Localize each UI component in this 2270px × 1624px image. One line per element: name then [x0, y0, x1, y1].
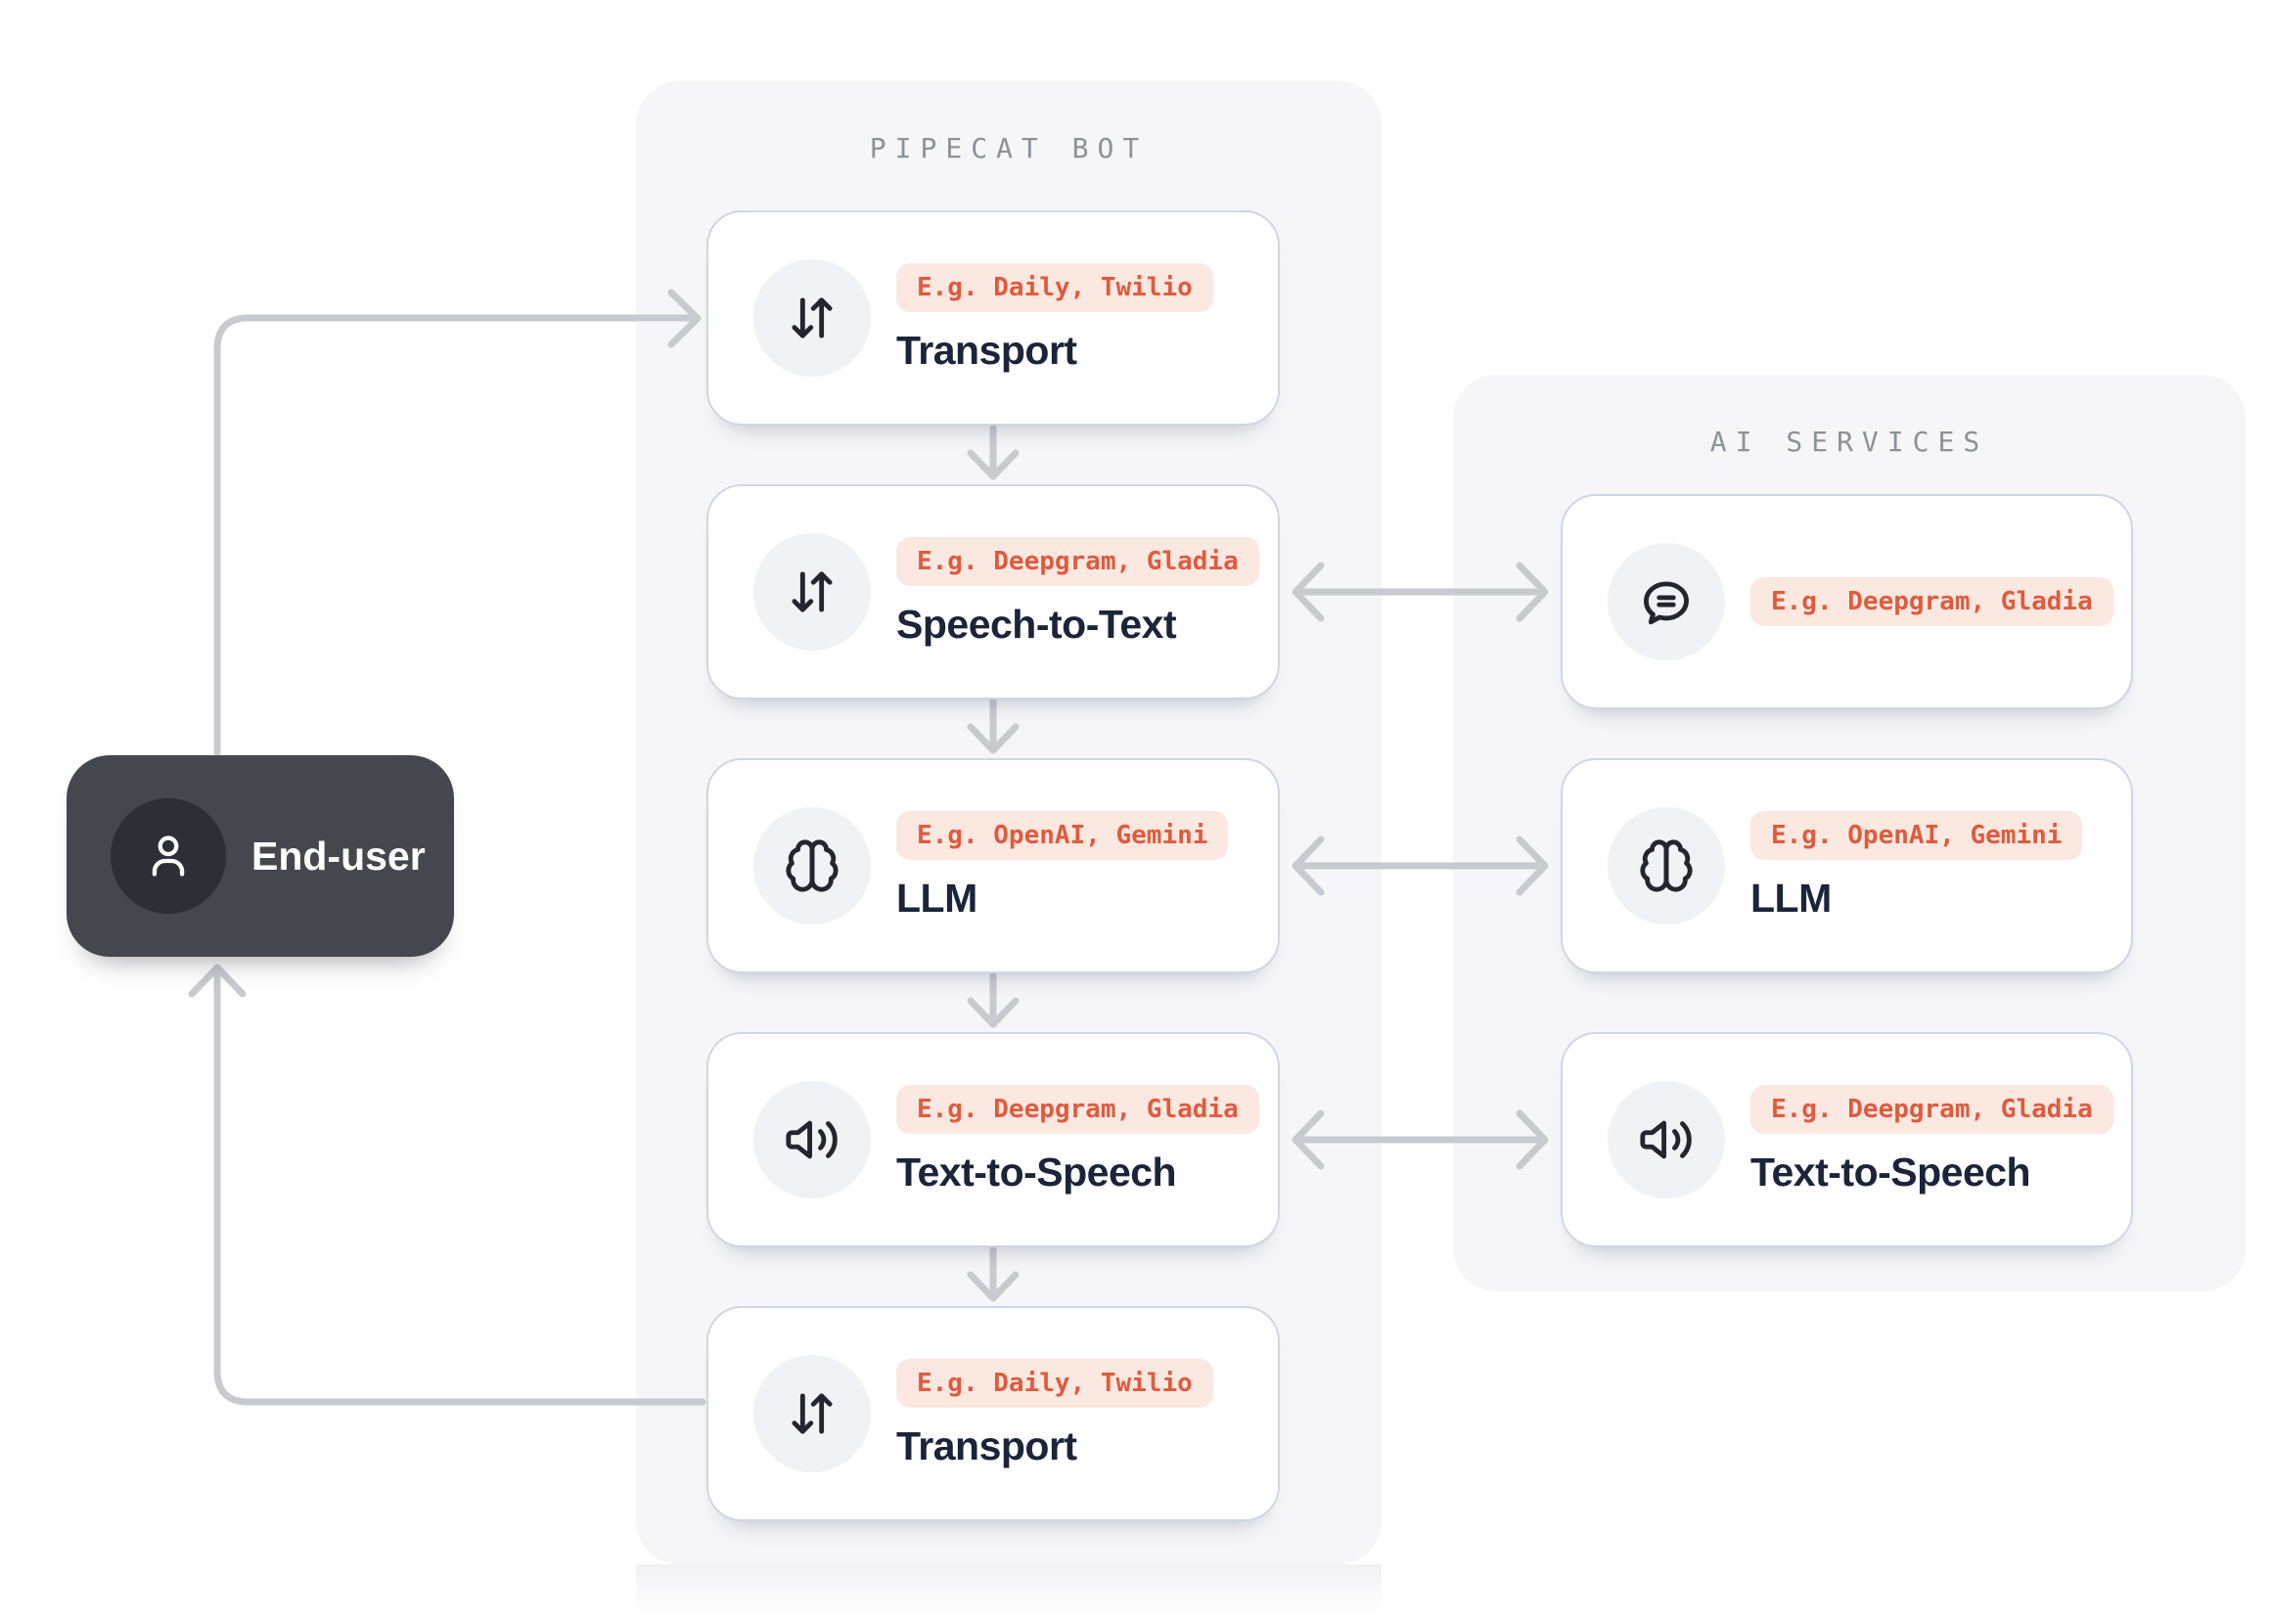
ai-services-panel-title: AI SERVICES [1709, 426, 1989, 458]
card-text-to-speech: E.g. Deepgram, Gladia Text-to-Speech [706, 1032, 1280, 1247]
card-label: LLM [1750, 875, 1832, 921]
speaker-icon [753, 1081, 871, 1198]
pipecat-panel-fade [636, 1564, 1382, 1624]
brain-icon [1608, 807, 1725, 925]
examples-badge: E.g. OpenAI, Gemini [1750, 810, 2083, 860]
arrows-up-down-icon [753, 259, 871, 377]
card-label: Text-to-Speech [1750, 1149, 2031, 1195]
card-label: Transport [896, 1422, 1077, 1468]
examples-badge: E.g. Deepgram, Gladia [896, 536, 1259, 586]
examples-badge: E.g. Daily, Twilio [896, 1358, 1213, 1408]
arrows-up-down-icon [753, 533, 871, 651]
pipecat-panel-title: PIPECAT BOT [869, 132, 1149, 164]
speech-bubble-icon [1608, 543, 1725, 660]
examples-badge: E.g. Deepgram, Gladia [1750, 1084, 2113, 1134]
user-icon [111, 798, 226, 914]
card-label: Transport [896, 327, 1077, 373]
end-user-node: End-user [67, 755, 454, 957]
examples-badge: E.g. Daily, Twilio [896, 262, 1213, 312]
arrows-up-down-icon [753, 1355, 871, 1472]
card-speech-to-text: E.g. Deepgram, Gladia Speech-to-Text [706, 484, 1280, 699]
examples-badge: E.g. OpenAI, Gemini [896, 810, 1229, 860]
examples-badge: E.g. Deepgram, Gladia [896, 1084, 1259, 1134]
card-label: Speech-to-Text [896, 601, 1177, 647]
card-label: Text-to-Speech [896, 1149, 1177, 1195]
arrow-enduser-to-transport [213, 289, 702, 757]
ai-card-text-to-speech: E.g. Deepgram, Gladia Text-to-Speech [1561, 1032, 2133, 1247]
arrow-transport-to-enduser [188, 964, 706, 1406]
speaker-icon [1608, 1081, 1725, 1198]
card-llm: E.g. OpenAI, Gemini LLM [706, 758, 1280, 973]
card-transport-in: E.g. Daily, Twilio Transport [706, 210, 1280, 426]
ai-card-speech-to-text: E.g. Deepgram, Gladia [1561, 494, 2133, 709]
card-label: LLM [896, 875, 977, 921]
card-transport-out: E.g. Daily, Twilio Transport [706, 1306, 1280, 1521]
ai-card-llm: E.g. OpenAI, Gemini LLM [1561, 758, 2133, 973]
brain-icon [753, 807, 871, 925]
end-user-label: End-user [251, 833, 426, 879]
examples-badge: E.g. Deepgram, Gladia [1750, 577, 2113, 626]
